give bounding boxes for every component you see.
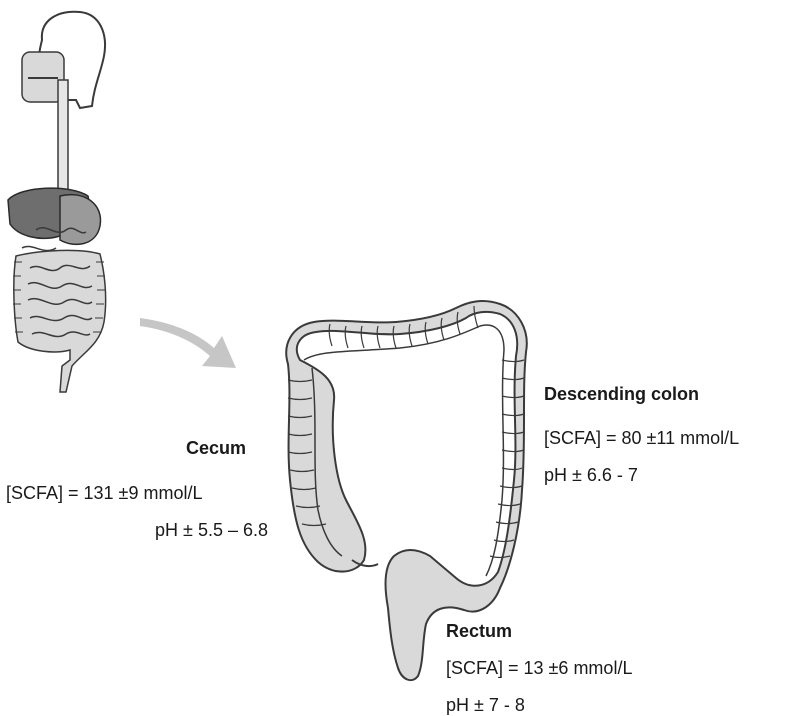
descending-colon-title: Descending colon [544, 383, 699, 405]
cecum-ph-value: pH ± 5.5 – 6.8 [120, 519, 268, 541]
descending-colon-ph-value: pH ± 6.6 - 7 [544, 464, 638, 486]
descending-colon-scfa-value: [SCFA] = 80 ±11 mmol/L [544, 427, 739, 449]
rectum-title: Rectum [446, 620, 512, 642]
cecum-title: Cecum [186, 437, 246, 459]
cecum-scfa-value: [SCFA] = 131 ±9 mmol/L [6, 482, 202, 504]
rectum-ph-value: pH ± 7 - 8 [446, 694, 525, 716]
rectum-scfa-value: [SCFA] = 13 ±6 mmol/L [446, 657, 632, 679]
